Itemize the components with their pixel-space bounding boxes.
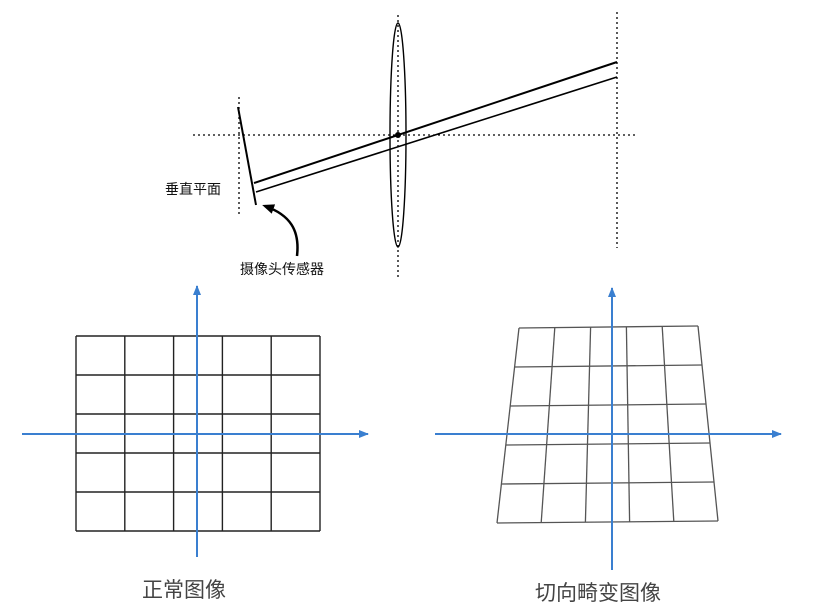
distorted-grid-hline	[505, 442, 711, 446]
optics-diagram	[193, 12, 636, 278]
distorted-grid-hline	[514, 364, 703, 368]
distorted-grid-vline	[625, 326, 631, 522]
distorted-grid-hline	[510, 403, 707, 407]
ray-lower	[255, 76, 618, 193]
distorted-grid-vline	[540, 327, 556, 523]
distorted-grid-hline	[501, 481, 715, 485]
distorted-grid-vline	[661, 326, 675, 522]
normal-image-caption: 正常图像	[142, 578, 226, 602]
distorted-grid-vline	[496, 327, 520, 524]
sensor-pointer-arrow	[262, 204, 299, 257]
distorted-grid-vline	[697, 325, 719, 522]
lens-center-point	[395, 132, 401, 138]
ray-upper	[253, 61, 618, 184]
distorted-grid-vline	[584, 327, 592, 523]
sensor-label: 摄像头传感器	[240, 262, 324, 278]
tangential-image-caption: 切向畸变图像	[535, 581, 661, 605]
lens	[389, 22, 407, 248]
distorted-grid	[496, 325, 719, 524]
tilted-sensor	[237, 106, 257, 206]
tangential-image-figure	[435, 287, 782, 570]
distorted-grid-hline	[496, 520, 719, 524]
normal-image-figure	[22, 285, 369, 557]
vertical-plane-label: 垂直平面	[165, 182, 221, 198]
distorted-grid-hline	[518, 325, 699, 329]
